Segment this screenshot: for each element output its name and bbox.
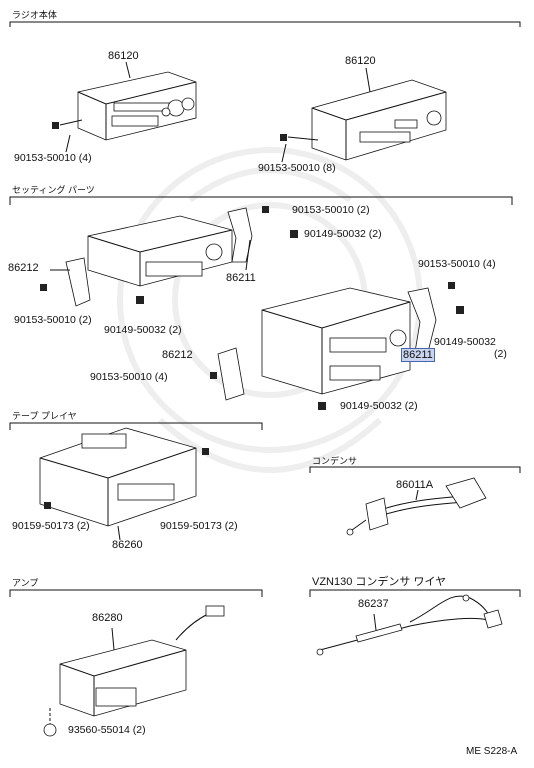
part-label-bracket-lower-bolt[interactable]: 90149-50032 (2) [340, 400, 418, 412]
part-label-bracket-left-bolt[interactable]: 90149-50032 (2) [104, 324, 182, 336]
section-title-radio-body: ラジオ本体 [12, 10, 57, 20]
part-label-radio-right[interactable]: 86120 [345, 55, 376, 67]
highlighted-part-86211[interactable]: 86211 [401, 348, 435, 362]
tape-player-drawing [39, 427, 209, 541]
part-label-condenser[interactable]: 86011A [396, 479, 434, 491]
part-label-tape-player[interactable]: 86260 [112, 539, 143, 551]
condenser-drawing [346, 477, 487, 536]
amp-drawing [43, 605, 225, 737]
part-label-radio-left[interactable]: 86120 [108, 50, 139, 62]
section-title-amp: アンプ [12, 578, 39, 588]
part-label-bracket-right[interactable]: 86211 [401, 348, 435, 362]
part-label-amp[interactable]: 86280 [92, 612, 123, 624]
part-label-bracket-left[interactable]: 86212 [8, 262, 39, 274]
part-label-tape-screw-left[interactable]: 90159-50173 (2) [12, 520, 90, 532]
section-title-condenser: コンデンサ [312, 456, 358, 466]
part-label-bracket-lower[interactable]: 86212 [162, 349, 193, 361]
part-label-bracket-right-bolt[interactable]: 90149-50032 [434, 336, 496, 348]
condenser-wire-drawing [316, 594, 503, 656]
part-label-amp-screw[interactable]: 93560-55014 (2) [68, 724, 146, 736]
setting-lower-unit-drawing [210, 282, 464, 410]
part-label-bracket-top[interactable]: 86211 [226, 272, 256, 284]
section-title-setting-parts: セッティング パーツ [12, 185, 95, 195]
radio-left-drawing [52, 61, 197, 153]
part-label-bracket-left-screw[interactable]: 90153-50010 (2) [14, 314, 92, 326]
part-label-tape-screw-right[interactable]: 90159-50173 (2) [160, 520, 238, 532]
section-brackets [9, 21, 521, 597]
part-label-bracket-right-screw[interactable]: 90153-50010 (4) [418, 258, 496, 270]
part-label-bracket-top-bolt[interactable]: 90149-50032 (2) [304, 228, 382, 240]
part-label-screw-left[interactable]: 90153-50010 (4) [14, 152, 92, 164]
section-title-tape-player: テープ プレイヤ [12, 411, 77, 421]
radio-right-drawing [280, 67, 447, 163]
section-title-vzn130-condenser-wire: VZN130 コンデンサ ワイヤ [312, 576, 447, 588]
setting-upper-unit-drawing [40, 206, 298, 307]
part-label-bracket-lower-screw[interactable]: 90153-50010 (4) [90, 371, 168, 383]
part-label-screw-right[interactable]: 90153-50010 (8) [258, 162, 336, 174]
part-label-bracket-top-screw[interactable]: 90153-50010 (2) [292, 204, 370, 216]
part-label-bracket-right-bolt-qty: (2) [494, 348, 507, 360]
part-label-wire[interactable]: 86237 [358, 598, 389, 610]
diagram-reference-code: ME S228-A [466, 746, 518, 757]
